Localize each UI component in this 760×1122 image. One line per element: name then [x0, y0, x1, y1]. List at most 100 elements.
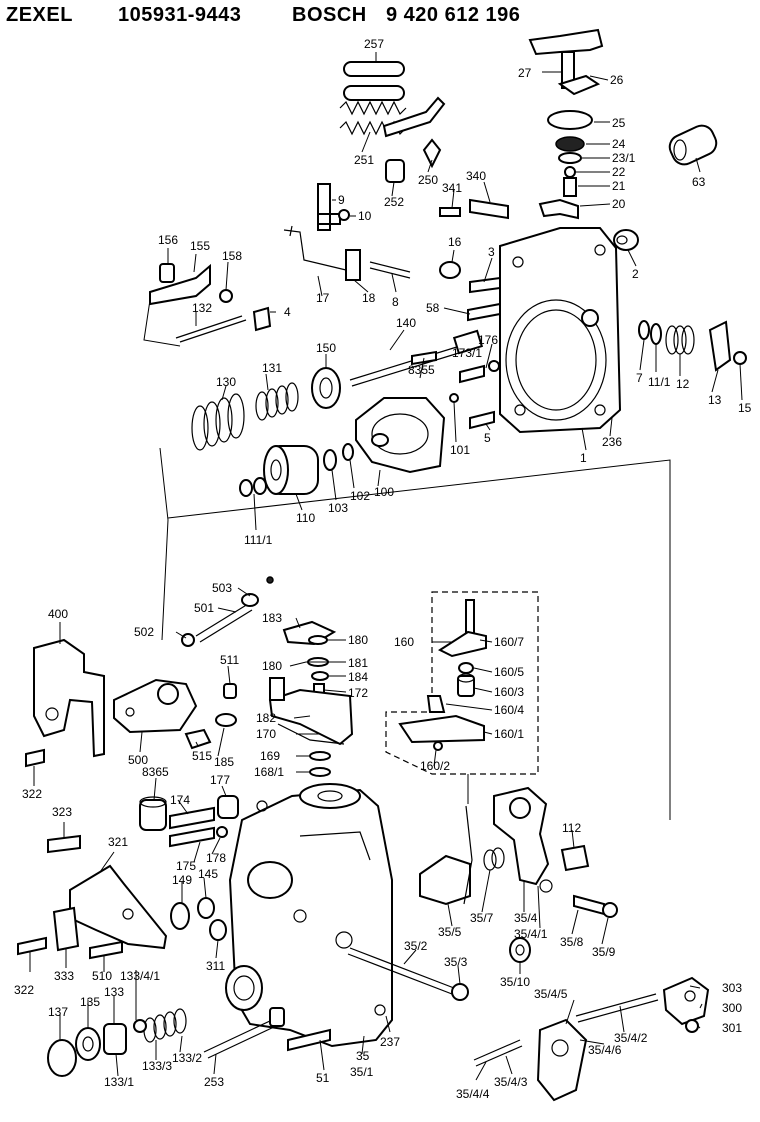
- part-500-stop-lever: [113, 678, 198, 734]
- label-3: 3: [488, 245, 495, 259]
- part-35-pump-housing: [225, 783, 393, 1048]
- part-160-5-collar: [458, 662, 474, 674]
- label-172: 172: [348, 686, 368, 700]
- label-5: 5: [484, 431, 491, 445]
- label-323: 323: [52, 805, 72, 819]
- label-170: 170: [256, 727, 276, 741]
- label-340: 340: [466, 169, 486, 183]
- part-333-block: [52, 906, 80, 952]
- label-321: 321: [108, 835, 128, 849]
- part-340-plate: [469, 198, 509, 220]
- label-35-3: 35/3: [444, 955, 468, 969]
- label-511: 511: [220, 653, 239, 667]
- label-311: 311: [206, 959, 225, 973]
- label-131: 131: [262, 361, 282, 375]
- label-133: 133: [104, 985, 124, 999]
- leader-line-130-to-501: [159, 447, 169, 641]
- part-35-4-6-bracket: [536, 1018, 588, 1102]
- part-168-1-washer: [309, 767, 331, 777]
- part-24-spring-seat: [555, 136, 585, 152]
- part-133-4-1-ring: [133, 1019, 147, 1033]
- part-131-spring: [255, 382, 299, 421]
- label-22: 22: [612, 165, 626, 179]
- label-130: 130: [216, 375, 236, 389]
- label-35-2: 35/2: [404, 939, 428, 953]
- part-7-washer: [638, 320, 650, 340]
- label-237: 237: [380, 1035, 400, 1049]
- label-160-5: 160/5: [494, 665, 524, 679]
- label-25: 25: [612, 116, 626, 130]
- part-502-nut: [181, 633, 195, 647]
- label-35-4-3: 35/4/3: [494, 1075, 528, 1089]
- label-180-a: 180: [348, 633, 368, 647]
- part-140-shaft: [349, 329, 484, 387]
- part-23-1-washer: [558, 152, 582, 164]
- label-322-a: 322: [22, 787, 42, 801]
- part-321-hole: [122, 908, 134, 920]
- label-135: 135: [80, 995, 100, 1009]
- part-13-lever: [708, 320, 732, 372]
- label-23-1: 23/1: [612, 151, 636, 165]
- label-35: 35: [356, 1049, 370, 1063]
- part-400-bracket: [33, 638, 105, 758]
- label-63: 63: [692, 175, 706, 189]
- label-137: 137: [48, 1005, 68, 1019]
- label-58: 58: [426, 301, 440, 315]
- label-160: 160: [394, 635, 414, 649]
- part-160-2-pin: [433, 741, 443, 751]
- label-110: 110: [296, 511, 315, 525]
- part-132-shaft: [143, 299, 247, 347]
- part-35-5-lever: [419, 805, 473, 906]
- label-300: 300: [722, 1001, 742, 1015]
- part-130-spring: [191, 393, 245, 451]
- label-132: 132: [192, 301, 212, 315]
- part-301-nut: [685, 1019, 699, 1033]
- leader-line-housing-to-lower: [167, 459, 671, 820]
- label-35-8: 35/8: [560, 935, 584, 949]
- part-149-o-ring: [170, 902, 190, 930]
- label-103: 103: [328, 501, 348, 515]
- label-236: 236: [602, 435, 622, 449]
- part-180-washer-top: [308, 635, 328, 645]
- part-5-screw: [469, 410, 495, 430]
- label-160-4: 160/4: [494, 703, 524, 717]
- part-323-screw: [47, 834, 81, 854]
- part-322-screw-a: [25, 748, 45, 768]
- label-158: 158: [222, 249, 242, 263]
- label-35-4-4: 35/4/4: [456, 1087, 490, 1101]
- label-173-1: 173/1: [452, 346, 482, 360]
- label-155: 155: [190, 239, 210, 253]
- label-140: 140: [396, 316, 416, 330]
- part-11-1-washer: [650, 323, 662, 345]
- label-20: 20: [612, 197, 626, 211]
- label-184: 184: [348, 670, 368, 684]
- label-160-3: 160/3: [494, 685, 524, 699]
- part-322-screw-b: [17, 936, 47, 956]
- label-15: 15: [738, 401, 752, 415]
- part-253-bolt: [203, 1007, 285, 1059]
- part-341-screw: [439, 207, 461, 217]
- label-8: 8: [392, 295, 399, 309]
- part-501-adjust-screw: [195, 593, 259, 643]
- bosch-part-number: 9 420 612 196: [386, 4, 521, 26]
- label-35-4-5: 35/4/5: [534, 987, 568, 1001]
- brand-zexel: ZEXEL: [6, 4, 73, 26]
- label-510: 510: [92, 969, 112, 983]
- part-8365-plug: [139, 796, 167, 831]
- label-10: 10: [358, 209, 372, 223]
- label-150: 150: [316, 341, 336, 355]
- label-9: 9: [338, 193, 345, 207]
- zexel-part-number: 105931-9443: [118, 4, 242, 26]
- label-500: 500: [128, 753, 148, 767]
- label-253: 253: [204, 1075, 224, 1089]
- label-333: 333: [54, 969, 74, 983]
- part-1-governor-housing: [499, 227, 622, 434]
- label-400: 400: [48, 607, 68, 621]
- label-1: 1: [580, 451, 587, 465]
- part-18-block: [345, 249, 361, 281]
- part-169-washer: [309, 751, 331, 761]
- part-184-washer: [311, 671, 329, 681]
- part-510-screw: [89, 940, 123, 960]
- label-251: 251: [354, 153, 374, 167]
- label-257: 257: [364, 37, 384, 51]
